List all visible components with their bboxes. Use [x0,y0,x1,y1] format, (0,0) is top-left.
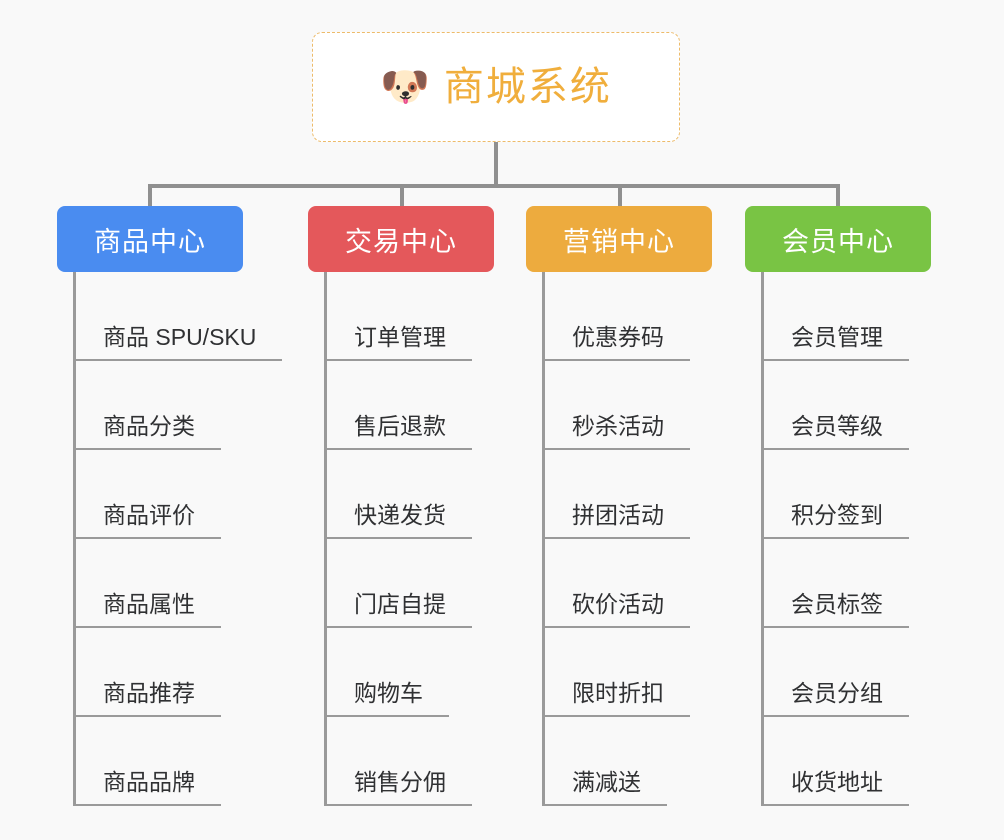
list-item[interactable]: 收货地址 [745,717,931,806]
leaf-label: 优惠券码 [544,326,690,361]
leaf-label: 积分签到 [763,504,909,539]
list-item[interactable]: 会员管理 [745,272,931,361]
branch-trunk-1 [73,272,76,806]
leaf-label: 销售分佣 [326,771,472,806]
connector-drop-1 [148,184,152,208]
list-item[interactable]: 商品推荐 [57,628,282,717]
list-item[interactable]: 商品属性 [57,539,282,628]
connector-drop-4 [836,184,840,208]
list-item[interactable]: 砍价活动 [526,539,712,628]
list-item[interactable]: 商品品牌 [57,717,282,806]
branch-header-1[interactable]: 商品中心 [57,206,243,272]
branch-header-label: 会员中心 [782,226,894,257]
list-item[interactable]: 限时折扣 [526,628,712,717]
connector-drop-3 [618,184,622,208]
leaf-list-3: 优惠券码 秒杀活动 拼团活动 砍价活动 限时折扣 满减送 [526,272,712,806]
list-item[interactable]: 快递发货 [308,450,494,539]
leaf-label: 砍价活动 [544,593,690,628]
list-item[interactable]: 满减送 [526,717,712,806]
list-item[interactable]: 秒杀活动 [526,361,712,450]
branch-column-2: 交易中心 订单管理 售后退款 快递发货 门店自提 购物车 销售分佣 [308,206,494,806]
list-item[interactable]: 会员标签 [745,539,931,628]
branch-column-1: 商品中心 商品 SPU/SKU 商品分类 商品评价 商品属性 商品推荐 商品品牌 [57,206,283,806]
leaf-label: 会员等级 [763,415,909,450]
list-item[interactable]: 拼团活动 [526,450,712,539]
connector-stem [494,142,498,186]
branch-trunk-3 [542,272,545,806]
leaf-list-4: 会员管理 会员等级 积分签到 会员标签 会员分组 收货地址 [745,272,931,806]
leaf-label: 门店自提 [326,593,472,628]
leaf-label: 会员管理 [763,326,909,361]
list-item[interactable]: 会员等级 [745,361,931,450]
branch-column-3: 营销中心 优惠券码 秒杀活动 拼团活动 砍价活动 限时折扣 满减送 [526,206,712,806]
list-item[interactable]: 售后退款 [308,361,494,450]
leaf-list-2: 订单管理 售后退款 快递发货 门店自提 购物车 销售分佣 [308,272,494,806]
branch-header-label: 营销中心 [563,226,675,257]
leaf-label: 商品推荐 [75,682,221,717]
leaf-label: 购物车 [326,682,449,717]
list-item[interactable]: 门店自提 [308,539,494,628]
leaf-label: 会员分组 [763,682,909,717]
connector-horizontal-bar [148,184,840,188]
root-node[interactable]: 🐶 商城系统 [312,32,680,142]
branch-header-4[interactable]: 会员中心 [745,206,931,272]
list-item[interactable]: 商品 SPU/SKU [57,272,283,361]
dog-face-icon: 🐶 [380,64,430,110]
leaf-label: 售后退款 [326,415,472,450]
leaf-list-1: 商品 SPU/SKU 商品分类 商品评价 商品属性 商品推荐 商品品牌 [57,272,283,806]
branch-header-label: 交易中心 [345,226,457,257]
leaf-label: 拼团活动 [544,504,690,539]
list-item[interactable]: 积分签到 [745,450,931,539]
list-item[interactable]: 优惠券码 [526,272,712,361]
leaf-label: 快递发货 [326,504,472,539]
list-item[interactable]: 会员分组 [745,628,931,717]
leaf-label: 满减送 [544,771,667,806]
leaf-label: 订单管理 [326,326,472,361]
leaf-label: 商品 SPU/SKU [75,326,283,361]
leaf-label: 商品属性 [75,593,221,628]
connector-drop-2 [400,184,404,208]
leaf-label: 收货地址 [763,771,909,806]
leaf-label: 商品评价 [75,504,221,539]
branch-header-2[interactable]: 交易中心 [308,206,494,272]
branch-trunk-4 [761,272,764,806]
root-title: 商城系统 [443,65,612,109]
leaf-label: 商品分类 [75,415,221,450]
branch-column-4: 会员中心 会员管理 会员等级 积分签到 会员标签 会员分组 收货地址 [745,206,931,806]
list-item[interactable]: 商品分类 [57,361,282,450]
list-item[interactable]: 商品评价 [57,450,282,539]
leaf-label: 秒杀活动 [544,415,690,450]
list-item[interactable]: 销售分佣 [308,717,494,806]
list-item[interactable]: 订单管理 [308,272,494,361]
branch-trunk-2 [324,272,327,806]
branch-header-3[interactable]: 营销中心 [526,206,712,272]
leaf-label: 会员标签 [763,593,909,628]
branch-header-label: 商品中心 [94,226,206,257]
leaf-label: 商品品牌 [75,771,221,806]
leaf-label: 限时折扣 [544,682,690,717]
list-item[interactable]: 购物车 [308,628,494,717]
